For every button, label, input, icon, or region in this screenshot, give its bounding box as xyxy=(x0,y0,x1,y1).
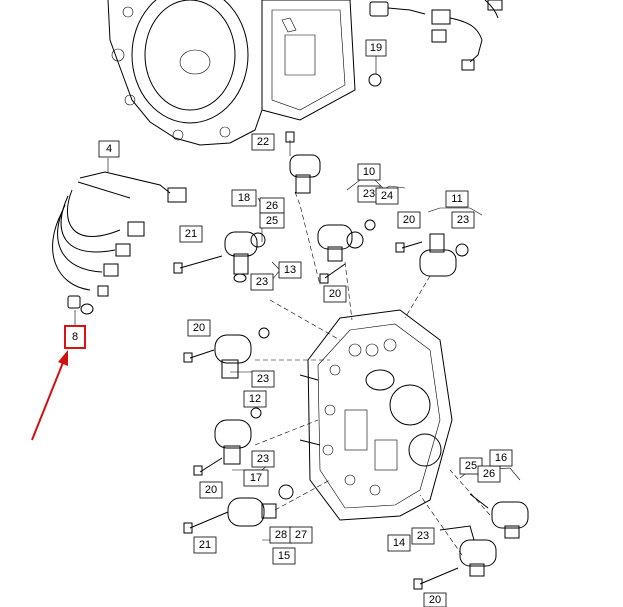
callout-20e-text: 20 xyxy=(429,594,441,606)
callout-22-text: 22 xyxy=(257,136,269,148)
callout-19-text: 19 xyxy=(370,42,382,54)
callout-23e: 23 xyxy=(251,450,275,468)
callout-18: 18 xyxy=(231,189,257,207)
callout-23b: 23 xyxy=(451,211,475,229)
callout-21b-text: 21 xyxy=(199,539,211,551)
callout-24: 24 xyxy=(375,187,399,205)
callout-22: 22 xyxy=(251,133,275,151)
callout-23a-text: 23 xyxy=(363,188,375,200)
callout-24-text: 24 xyxy=(381,190,393,202)
callout-15-text: 15 xyxy=(278,550,290,562)
callout-20a-text: 20 xyxy=(403,214,415,226)
callout-10-text: 10 xyxy=(363,166,375,178)
callout-26b-text: 26 xyxy=(483,468,495,480)
callout-10: 10 xyxy=(357,163,381,181)
callout-14: 14 xyxy=(387,534,411,552)
callout-23e-text: 23 xyxy=(257,453,269,465)
callout-23d-text: 23 xyxy=(257,373,269,385)
solenoid-valve-12 xyxy=(214,327,270,379)
wiring-harness xyxy=(52,158,187,297)
callout-4-text: 4 xyxy=(106,143,112,155)
callout-27: 27 xyxy=(289,526,313,544)
callout-12-text: 12 xyxy=(249,393,261,405)
callout-17: 17 xyxy=(243,469,269,487)
callout-20d: 20 xyxy=(199,481,223,499)
callout-23d: 23 xyxy=(251,370,275,388)
callout-23b-text: 23 xyxy=(457,214,469,226)
callout-23a: 23 xyxy=(357,185,381,203)
callout-13-text: 13 xyxy=(284,264,296,276)
callout-23f: 23 xyxy=(411,527,435,545)
callout-8: 8 xyxy=(64,325,86,349)
callout-20b-text: 20 xyxy=(329,288,341,300)
callout-25a: 25 xyxy=(259,212,285,229)
highlight-arrow xyxy=(31,350,68,441)
solenoid-valve-11 xyxy=(419,233,469,277)
callout-25b-text: 25 xyxy=(465,460,477,472)
callout-26a: 26 xyxy=(259,197,285,214)
sensor-part-8 xyxy=(67,295,94,325)
callout-17-text: 17 xyxy=(250,472,262,484)
callout-12: 12 xyxy=(243,390,267,408)
solenoid-valve-14 xyxy=(439,525,497,577)
callout-11: 11 xyxy=(445,190,469,208)
callout-8-text: 8 xyxy=(72,331,78,343)
callout-27-text: 27 xyxy=(295,529,307,541)
solenoid-valve-22 xyxy=(285,131,321,194)
callout-20e: 20 xyxy=(423,592,447,607)
callout-23c-text: 23 xyxy=(256,276,268,288)
wiring-connectors-top xyxy=(369,0,503,71)
callout-23f-text: 23 xyxy=(417,530,429,542)
callout-20d-text: 20 xyxy=(205,484,217,496)
callout-25b: 25 xyxy=(459,457,483,475)
callout-28: 28 xyxy=(269,526,293,544)
solenoid-valve-15 xyxy=(227,484,294,527)
callout-16: 16 xyxy=(489,449,513,467)
callout-21a: 21 xyxy=(179,225,203,243)
callout-11-text: 11 xyxy=(451,193,462,205)
callout-26b: 26 xyxy=(477,465,501,483)
solenoid-valve-10 xyxy=(317,219,376,262)
callout-16-text: 16 xyxy=(495,452,507,464)
callout-20c: 20 xyxy=(187,319,211,337)
callout-25a-text: 25 xyxy=(266,215,278,227)
solenoid-valve-13 xyxy=(224,231,266,283)
callout-23c: 23 xyxy=(250,273,274,291)
callout-18-text: 18 xyxy=(238,192,250,204)
callout-20a: 20 xyxy=(397,211,421,229)
bolts xyxy=(173,241,489,590)
solenoid-valve-16 xyxy=(491,501,529,539)
callout-20b: 20 xyxy=(323,285,347,303)
callout-20c-text: 20 xyxy=(193,322,205,334)
callout-21b: 21 xyxy=(193,536,217,554)
valve-body xyxy=(299,309,453,521)
callout-21a-text: 21 xyxy=(185,228,197,240)
solenoid-valve-17 xyxy=(214,407,262,465)
callout-15: 15 xyxy=(272,547,296,565)
callout-28-text: 28 xyxy=(275,529,287,541)
callout-4: 4 xyxy=(98,140,120,158)
callout-26a-text: 26 xyxy=(266,200,278,212)
callout-19: 19 xyxy=(365,39,387,57)
callout-14-text: 14 xyxy=(393,537,405,549)
callout-13: 13 xyxy=(278,261,302,279)
o-ring xyxy=(368,73,382,87)
transmission-housing xyxy=(107,0,356,146)
